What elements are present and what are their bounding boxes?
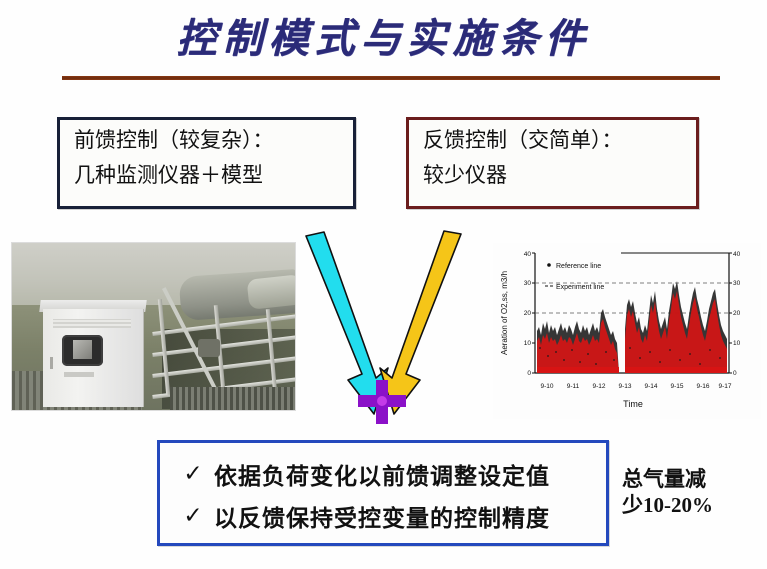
- feedforward-control-box: 前馈控制（较复杂）： 几种监测仪器＋模型: [57, 117, 356, 209]
- conclusion-item-text: 依据负荷变化以前馈调整设定值: [214, 464, 550, 489]
- aeration-chart: 0 10 20 30 40 0 10 20 30 40: [493, 243, 761, 419]
- photo-tank-duct: [246, 274, 295, 310]
- feedforward-detail: 几种监测仪器＋模型: [74, 163, 263, 187]
- gas-saving-note-line1: 总气量减: [622, 467, 706, 491]
- gas-saving-note-line2: 少10-20%: [622, 493, 713, 518]
- legend-label-experiment: Experiment line: [556, 284, 604, 291]
- svg-text:0: 0: [733, 370, 737, 377]
- photo-walkway-grate: [170, 387, 295, 410]
- chart-scatter-noise: [539, 347, 721, 365]
- chart-y-ticks-right: 0 10 20 30 40: [729, 251, 741, 377]
- chart-legend: Reference line Experiment line: [545, 263, 604, 291]
- svg-text:30: 30: [733, 280, 741, 287]
- x-tick: 9-17: [718, 383, 731, 390]
- legend-label-reference: Reference line: [556, 263, 601, 270]
- x-tick: 9-14: [644, 383, 657, 390]
- conclusion-item-text: 以反馈保持受控变量的控制精度: [214, 506, 550, 531]
- x-tick: 9-12: [592, 383, 605, 390]
- photo-sensor: [198, 339, 220, 357]
- svg-text:30: 30: [524, 280, 532, 287]
- photo-cabinet-label: [64, 372, 94, 377]
- x-tick: 9-10: [540, 383, 553, 390]
- svg-text:0: 0: [527, 370, 531, 377]
- equipment-photo: [12, 243, 295, 410]
- svg-text:40: 40: [524, 251, 532, 258]
- feedback-heading: 反馈控制（交简单）：: [423, 128, 623, 152]
- svg-text:20: 20: [524, 310, 532, 317]
- chart-x-ticks: 9-10 9-11 9-12 9-13 9-14 9-15 9-16 9-17: [540, 383, 731, 390]
- chart-y-axis-label: Aeration of O2,ss, m3/h: [500, 271, 509, 355]
- conclusion-box: ✓ 依据负荷变化以前馈调整设定值 ✓ 以反馈保持受控变量的控制精度: [157, 440, 609, 546]
- chart-y-ticks-left: 0 10 20 30 40: [524, 251, 535, 377]
- svg-text:10: 10: [524, 340, 532, 347]
- x-tick: 9-15: [670, 383, 683, 390]
- svg-text:40: 40: [733, 251, 741, 258]
- plus-symbol-icon: [358, 380, 406, 424]
- page-title: 控制模式与实施条件: [176, 16, 591, 61]
- check-icon: ✓: [183, 503, 203, 529]
- svg-text:10: 10: [733, 340, 741, 347]
- x-tick: 9-13: [618, 383, 631, 390]
- feedforward-heading: 前馈控制（较复杂）：: [74, 128, 274, 152]
- chart-x-axis-label: Time: [623, 399, 643, 409]
- conclusion-item: ✓ 以反馈保持受控变量的控制精度: [172, 495, 594, 537]
- photo-cabinet-display: [73, 340, 92, 359]
- gas-saving-note: 总气量减 少10-20%: [622, 466, 764, 519]
- photo-cabinet-handle: [50, 357, 53, 369]
- x-tick: 9-11: [567, 383, 580, 390]
- x-tick: 9-16: [696, 383, 709, 390]
- feedback-control-box: 反馈控制（交简单）： 较少仪器: [406, 117, 699, 209]
- svg-text:20: 20: [733, 310, 741, 317]
- title-divider: [62, 76, 720, 80]
- check-icon: ✓: [183, 461, 203, 487]
- photo-cabinet-vent: [53, 319, 131, 328]
- conclusion-item: ✓ 依据负荷变化以前馈调整设定值: [172, 453, 594, 495]
- feedback-detail: 较少仪器: [423, 163, 507, 187]
